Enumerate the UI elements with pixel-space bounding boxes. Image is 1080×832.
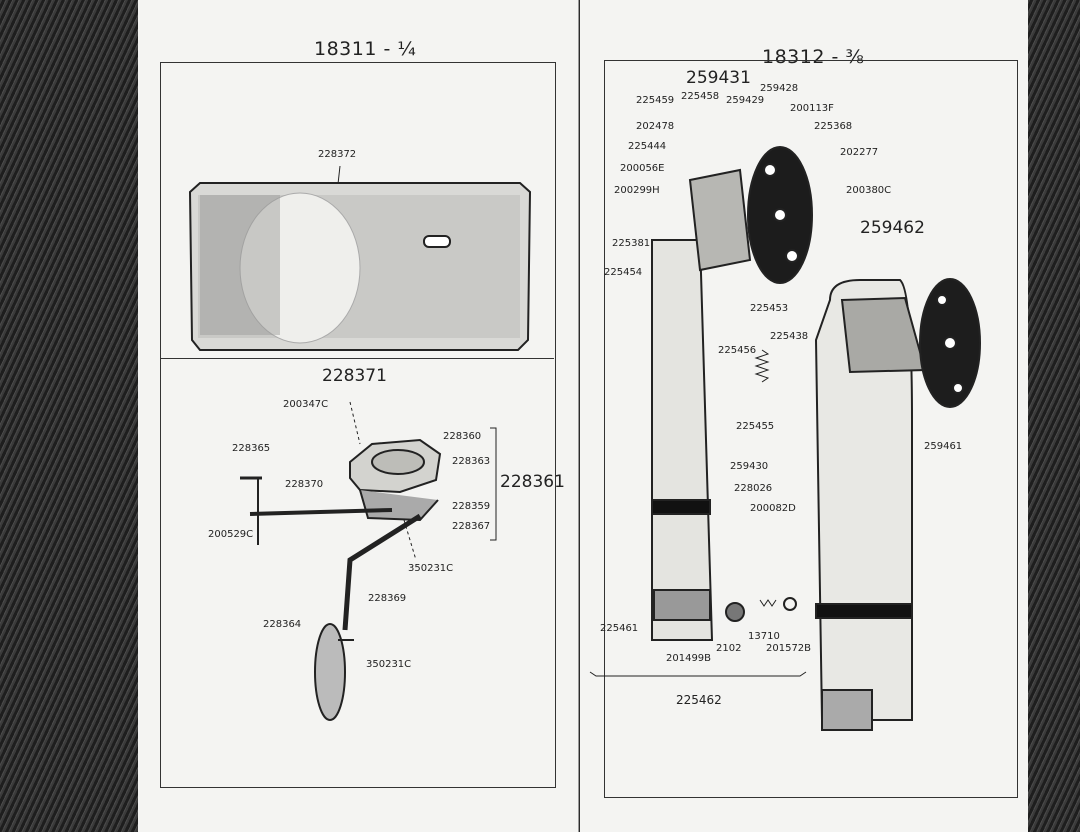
right-page-title: 18312 - ⅜ bbox=[762, 46, 865, 68]
second-presser-bar-drawing bbox=[814, 278, 981, 731]
part-label: 228026 bbox=[734, 483, 773, 494]
part-label: 350231C bbox=[366, 659, 412, 670]
part-label: 225444 bbox=[628, 141, 667, 152]
part-label: 202277 bbox=[840, 147, 879, 158]
assembly-label: 259462 bbox=[860, 218, 925, 238]
part-label: 228365 bbox=[232, 443, 271, 454]
part-label: 228367 bbox=[452, 521, 491, 532]
assembly-label: 228371 bbox=[322, 366, 387, 386]
part-label: 225458 bbox=[681, 91, 720, 102]
part-label: 228364 bbox=[263, 619, 302, 630]
part-label: 225459 bbox=[636, 95, 675, 106]
part-label: 201572B bbox=[766, 643, 812, 654]
part-label: 228372 bbox=[318, 149, 357, 160]
part-label: 228360 bbox=[443, 431, 482, 442]
part-label: 259429 bbox=[726, 95, 765, 106]
part-label: 225438 bbox=[770, 331, 809, 342]
part-label: 225461 bbox=[600, 623, 639, 634]
part-label: 201499B bbox=[666, 653, 712, 664]
right-figure-frame bbox=[604, 60, 1018, 798]
part-label: 259461 bbox=[924, 441, 963, 452]
left-page: 18311 - ¼ bbox=[138, 0, 579, 832]
part-label: 228363 bbox=[452, 456, 491, 467]
part-label: 225381 bbox=[612, 238, 651, 249]
part-label: 225455 bbox=[736, 421, 775, 432]
left-figure-frame bbox=[160, 62, 556, 788]
book-edge-right bbox=[1028, 0, 1080, 832]
part-label: 228369 bbox=[368, 593, 407, 604]
left-figure-divider bbox=[160, 358, 554, 359]
part-label: 200056E bbox=[620, 163, 665, 174]
group-label: 225462 bbox=[676, 693, 722, 707]
part-label: 200529C bbox=[208, 529, 254, 540]
part-label: 202478 bbox=[636, 121, 675, 132]
part-label: 225368 bbox=[814, 121, 853, 132]
part-label: 225456 bbox=[718, 345, 757, 356]
part-label: 228359 bbox=[452, 501, 491, 512]
part-label: 259430 bbox=[730, 461, 769, 472]
part-label: 228370 bbox=[285, 479, 324, 490]
part-label: 225454 bbox=[604, 267, 643, 278]
part-label: 200299H bbox=[614, 185, 660, 196]
part-label: 350231C bbox=[408, 563, 454, 574]
book-edge-left bbox=[0, 0, 140, 832]
part-label: 200082D bbox=[750, 503, 796, 514]
part-label: 13710 bbox=[748, 631, 780, 642]
knee-lift-drawing bbox=[240, 401, 497, 721]
part-label: 225453 bbox=[750, 303, 789, 314]
part-label: 259428 bbox=[760, 83, 799, 94]
left-page-title: 18311 - ¼ bbox=[314, 38, 417, 60]
part-label: 200113F bbox=[790, 103, 834, 114]
part-label: 200380C bbox=[846, 185, 892, 196]
assembly-label: 259431 bbox=[686, 68, 751, 88]
cover-plate-drawing bbox=[188, 165, 532, 351]
group-label: 228361 bbox=[500, 472, 565, 492]
part-label: 2102 bbox=[716, 643, 742, 654]
presser-bar-drawing bbox=[589, 146, 813, 677]
part-label: 200347C bbox=[283, 399, 329, 410]
